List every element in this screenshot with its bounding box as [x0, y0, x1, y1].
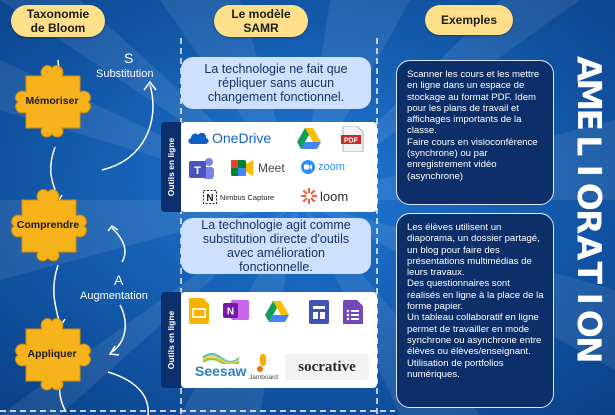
- vertical-title-letter: L: [569, 134, 609, 156]
- tools-tab-substitution: Outils en ligne: [161, 122, 181, 212]
- arrow-a-down: [111, 304, 126, 353]
- vertical-title-letter: I: [569, 292, 609, 305]
- onenote-icon: N: [223, 300, 249, 320]
- tool-socrative[interactable]: socrative: [285, 354, 369, 380]
- svg-text:N: N: [227, 307, 234, 318]
- tool-forms[interactable]: [343, 300, 363, 324]
- google-slides-icon: [189, 298, 209, 324]
- bloom-level-memoriser: Mémoriser: [25, 95, 79, 107]
- forms-icon: [343, 300, 363, 324]
- loom-icon: [301, 188, 317, 204]
- onedrive-icon: [188, 132, 209, 144]
- samr-letter-s: S: [124, 50, 134, 66]
- jamboard-icon: [257, 354, 267, 372]
- tool-google-slides[interactable]: [189, 298, 209, 324]
- tool-onedrive[interactable]: OneDrive: [187, 130, 271, 146]
- tool-loom[interactable]: loom: [301, 188, 348, 204]
- vertical-title-letter: O: [569, 309, 609, 338]
- tool-onenote[interactable]: N: [223, 298, 249, 322]
- vertical-title-letter: E: [569, 108, 609, 132]
- svg-text:PDF: PDF: [344, 138, 359, 145]
- header-taxonomie-bloom: Taxonomie de Bloom: [11, 5, 105, 37]
- description-substitution: La technologie ne fait que répliquer san…: [181, 57, 371, 109]
- tool-pdf[interactable]: PDF: [341, 126, 365, 152]
- tool-google-drive-2[interactable]: [265, 301, 289, 322]
- example-substitution: Scanner les cours et les mettre en ligne…: [396, 60, 554, 205]
- vertical-title-letter: A: [569, 234, 609, 261]
- tool-zoom[interactable]: zoom: [301, 160, 345, 174]
- tools-panel-substitution: OneDrive PDF T Meet zoom N Nimbus Captur…: [181, 122, 377, 212]
- vertical-title-letter: M: [569, 77, 609, 111]
- seesaw-icon: [201, 352, 240, 364]
- tool-meet[interactable]: Meet: [231, 160, 285, 176]
- description-augmentation: La technologie agit comme substitution d…: [181, 218, 371, 274]
- samr-word-augmentation: Augmentation: [80, 290, 148, 302]
- teams-icon: T: [189, 158, 214, 179]
- meet-icon: [231, 160, 253, 176]
- arrow-s: [101, 84, 154, 171]
- tool-google-forms[interactable]: [309, 300, 329, 324]
- example-augmentation: Les élèves utilisent un diaporama, un do…: [396, 213, 554, 408]
- vertical-title-letter: R: [569, 209, 609, 235]
- vertical-title-letter: I: [569, 164, 609, 177]
- tool-seesaw[interactable]: Seesaw: [195, 350, 246, 378]
- header-modele-samr: Le modèle SAMR: [214, 5, 308, 37]
- vertical-title-letter: O: [569, 182, 609, 211]
- tool-nimbus-capture[interactable]: N Nimbus Capture: [203, 190, 274, 204]
- google-drive-icon: [265, 301, 289, 322]
- tool-jamboard[interactable]: Jamboard: [249, 354, 278, 381]
- header-exemples: Exemples: [425, 5, 513, 35]
- google-sites-icon: [309, 300, 329, 324]
- puzzle-memoriser: Mémoriser: [8, 62, 96, 140]
- tools-tab-augmentation: Outils en ligne: [161, 292, 181, 388]
- pdf-icon: PDF: [341, 126, 364, 152]
- tool-teams[interactable]: T: [187, 156, 215, 182]
- bloom-level-comprendre: Comprendre: [16, 219, 80, 231]
- puzzle-comprendre: Comprendre: [4, 186, 92, 264]
- arrow-a-curve: [107, 371, 149, 415]
- google-drive-icon: [297, 128, 321, 149]
- zoom-icon: [301, 160, 315, 174]
- tool-google-drive[interactable]: [297, 128, 321, 149]
- vertical-title-letter: N: [569, 335, 609, 364]
- svg-text:N: N: [206, 193, 213, 204]
- tools-panel-augmentation: N Seesaw Jamboard socrative: [181, 292, 377, 388]
- samr-letter-a: A: [114, 272, 124, 288]
- vertical-title-letter: T: [569, 261, 609, 285]
- arrow-a-up: [111, 227, 126, 263]
- svg-text:T: T: [194, 165, 201, 177]
- bloom-level-appliquer: Appliquer: [27, 348, 77, 360]
- nimbus-icon: N: [203, 190, 217, 204]
- puzzle-appliquer: Appliquer: [8, 315, 96, 393]
- samr-word-substitution: Substitution: [96, 68, 154, 80]
